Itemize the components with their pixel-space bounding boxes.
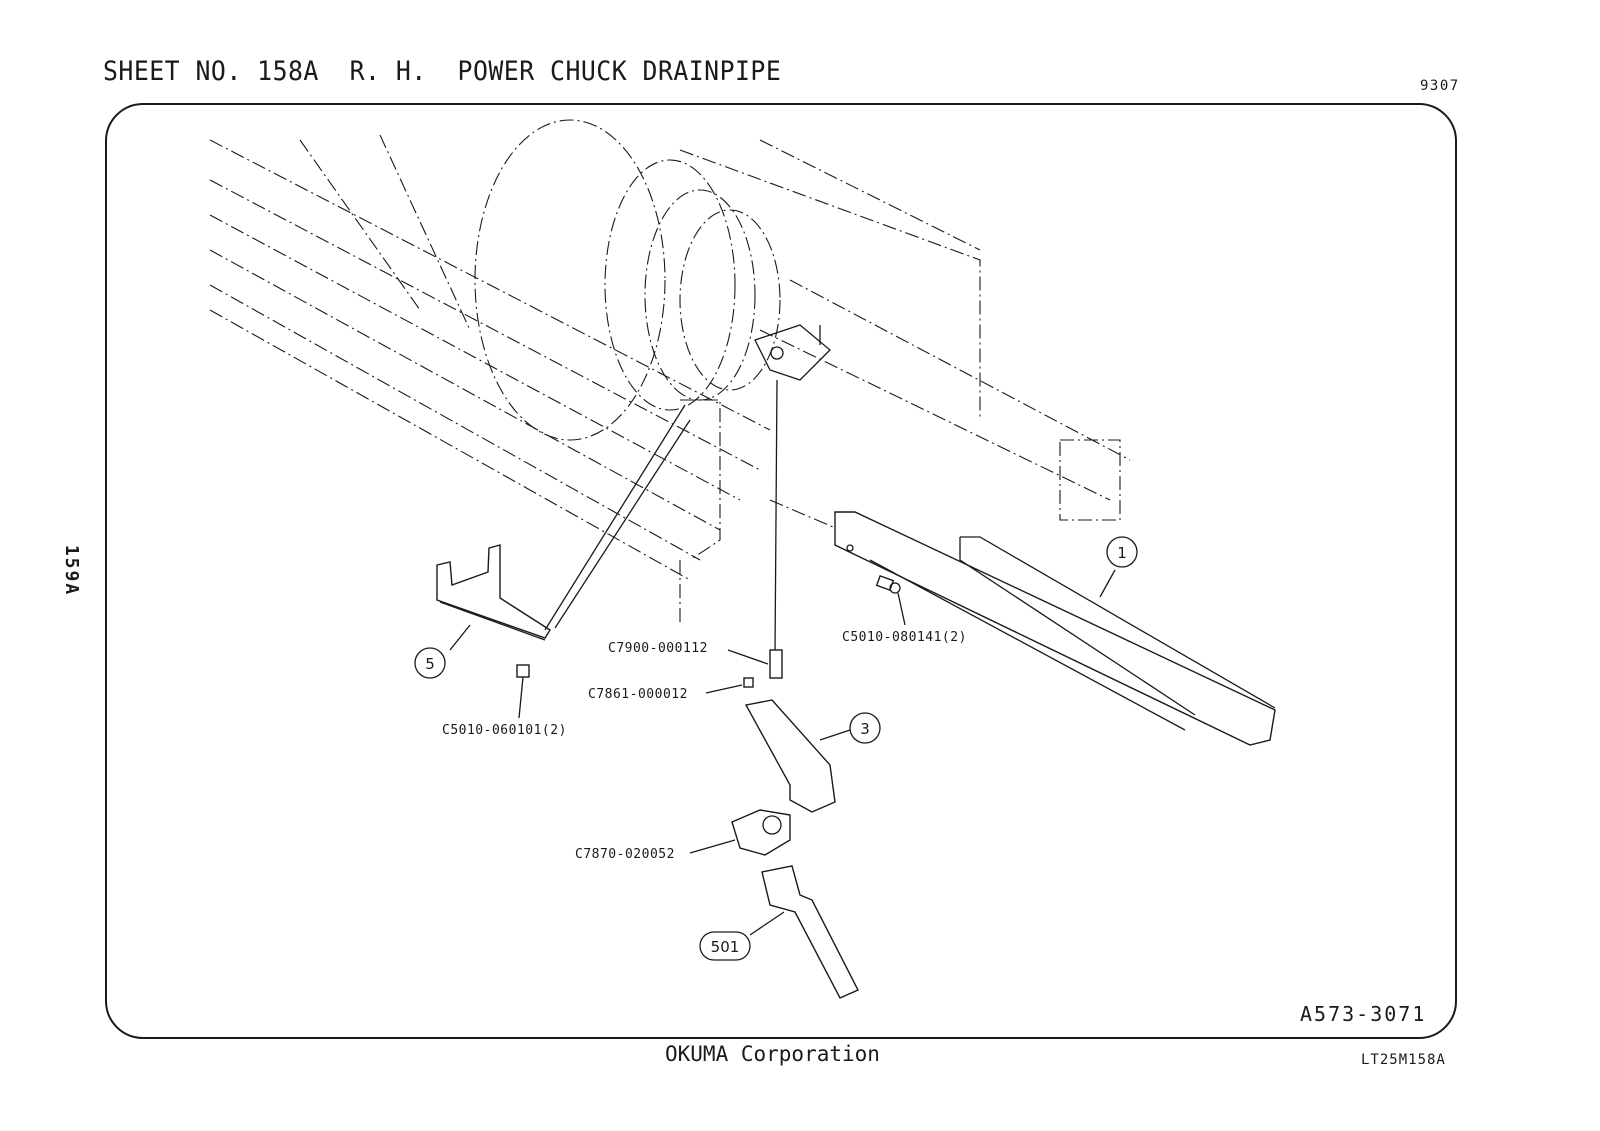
spindle-drain-fitting [754,324,831,656]
part-label-c7900-000112: C7900-000112 [608,641,708,656]
callout-bubble-501: 501 [699,931,751,961]
drawing-number: A573-3071 [1300,1002,1427,1026]
maker-name: OKUMA Corporation [665,1042,880,1066]
part-5-bracket [436,404,691,651]
callout-bubble-3: 3 [849,712,881,744]
callout-label-3: 3 [860,720,870,738]
part-label-c5010-080141: C5010-080141(2) [842,630,967,645]
headstock-phantom-outline [209,119,1131,625]
part-label-c7870-020052: C7870-020052 [575,847,675,862]
screw-c5010-080141 [875,575,906,626]
callout-label-501: 501 [711,938,740,956]
callout-bubble-5: 5 [414,647,446,679]
part-3-elbow-block [744,699,851,813]
elbow-c7870-020052 [689,809,791,856]
callout-label-1: 1 [1117,544,1127,562]
drawing-frame [105,103,1457,1039]
document-id: LT25M158A [1361,1052,1446,1068]
part-label-c7861-000012: C7861-000012 [588,687,688,702]
nipple-and-plug-fittings [705,649,783,694]
screw-c5010-060101 [516,664,530,719]
sheet-title: SHEET NO. 158A R. H. POWER CHUCK DRAINPI… [103,56,782,87]
callout-label-5: 5 [425,655,435,673]
callout-bubble-1: 1 [1106,536,1138,568]
sheet-code: 9307 [1420,78,1460,94]
part-501-drain-hose [749,865,859,999]
part-1-drain-trough [834,511,1276,746]
part-label-c5010-060101: C5010-060101(2) [442,723,567,738]
